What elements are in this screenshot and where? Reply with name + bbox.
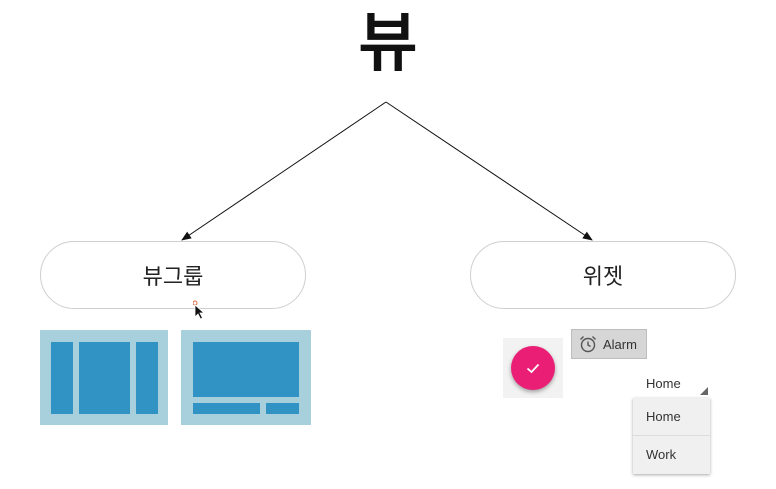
layout-grid-block xyxy=(193,403,260,414)
alarm-clock-icon xyxy=(580,336,596,353)
mouse-pointer-icon xyxy=(193,300,206,320)
dropdown-option-home[interactable]: Home xyxy=(633,398,710,436)
arrow-to-viewgroup xyxy=(181,101,387,241)
viewgroup-node: 뷰그룹 xyxy=(40,241,306,309)
spinner-dropdown-triangle-icon xyxy=(700,387,708,395)
spinner[interactable]: Home xyxy=(636,373,710,395)
grid-layout-illustration xyxy=(181,330,311,425)
layout-column-block xyxy=(51,342,73,414)
floating-action-button[interactable] xyxy=(511,346,555,390)
layout-grid-block xyxy=(266,403,299,414)
layout-grid-block xyxy=(193,342,299,397)
spinner-value: Home xyxy=(646,376,681,391)
layout-column-block xyxy=(136,342,158,414)
viewgroup-label: 뷰그룹 xyxy=(142,265,204,290)
widget-node: 위젯 xyxy=(470,241,736,309)
check-icon xyxy=(526,363,540,374)
diagram-title: 뷰 xyxy=(358,7,418,81)
widget-label: 위젯 xyxy=(582,265,624,290)
column-layout-illustration xyxy=(40,330,168,425)
alarm-button[interactable]: Alarm xyxy=(571,329,647,359)
spinner-dropdown-list: Home Work xyxy=(633,398,710,474)
dropdown-option-work[interactable]: Work xyxy=(646,447,677,462)
fab-example xyxy=(503,338,563,398)
alarm-button-label: Alarm xyxy=(603,336,637,352)
arrow-to-widget xyxy=(385,101,593,241)
layout-column-block xyxy=(79,342,130,414)
